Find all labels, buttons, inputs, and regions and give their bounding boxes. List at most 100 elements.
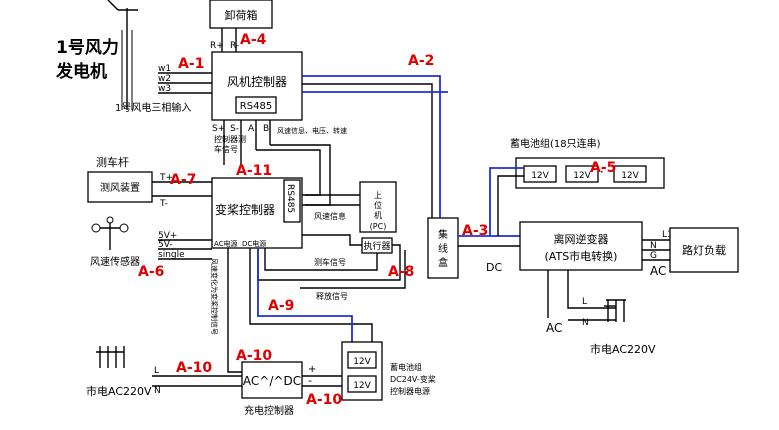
- code-a5: A-5: [590, 160, 616, 176]
- wind-input-label: 1号风电三相输入: [115, 101, 191, 114]
- code-a7: A-7: [170, 172, 196, 188]
- code-a6: A-6: [138, 264, 164, 280]
- grid2-label: 市电AC220V: [590, 342, 656, 356]
- wind-speed-signal-label: 风速信息、电压、转速: [277, 126, 347, 135]
- code-a4: A-4: [240, 32, 267, 48]
- pc-box: [359, 181, 397, 233]
- ctrl-signal-label-2: 车信号: [214, 144, 238, 154]
- r-minus-label: R-: [230, 41, 239, 51]
- actuator-label: 执行器: [363, 240, 390, 252]
- anemometer-pole-label: 测风装置: [100, 181, 140, 194]
- t-plus-label: T+: [159, 173, 173, 183]
- grid1-label: 市电AC220V: [86, 384, 152, 398]
- combiner-label-1: 集: [438, 228, 448, 241]
- battery-bottom-cell-1-label: 12V: [353, 357, 371, 367]
- code-a10-bottom: A-10: [306, 392, 342, 408]
- l1-label: L1: [662, 230, 673, 240]
- pc-label-3: 机: [374, 210, 382, 220]
- ac1-label: AC: [650, 264, 666, 278]
- grid-inverter-box: [519, 221, 643, 271]
- a-label: A: [248, 124, 255, 134]
- code-a8: A-8: [388, 264, 414, 280]
- grid-plug-icon-right: [604, 299, 626, 322]
- wind-measure-label: 测车杆: [96, 155, 129, 169]
- battery-group-top-label: 蓄电池组(18只连串): [510, 137, 601, 150]
- g-label: G: [650, 251, 657, 261]
- ac-power-label: AC电源: [214, 239, 238, 248]
- title-line-2: 发电机: [55, 61, 107, 82]
- w3-label: w3: [158, 84, 171, 94]
- s-minus-label: S-: [230, 124, 239, 134]
- dc-power-label: DC电源: [242, 239, 266, 248]
- w2-label: w2: [158, 74, 171, 84]
- code-a1: A-1: [178, 56, 204, 72]
- acdc-label: AC^/^DC: [243, 374, 301, 388]
- pitch-signal-label: 测车信号: [314, 257, 346, 267]
- n1-label: N: [650, 241, 657, 251]
- wind-info-label: 风速信息: [314, 211, 346, 221]
- rs485-b-label: RS485: [285, 184, 295, 213]
- vertical-note-label: 风速变化为变桨控制信号: [210, 258, 219, 335]
- dump-load-label: 卸荷箱: [225, 8, 258, 22]
- combiner-box: [427, 217, 459, 279]
- code-a2: A-2: [408, 53, 434, 69]
- street-light-load-box: [669, 227, 739, 273]
- combiner-label-2: 线: [438, 242, 448, 255]
- s-plus-label: S+: [212, 124, 225, 134]
- b-label: B: [263, 124, 269, 134]
- battery-desc-1: 蓄电池组: [390, 362, 422, 372]
- v5p-label: 5V+: [158, 231, 177, 241]
- battery-desc-2: DC24V-变桨: [390, 374, 436, 384]
- wind-sensor-label: 风速传感器: [90, 255, 140, 268]
- grid-inverter-label-2: (ATS市电转换): [545, 249, 618, 263]
- inverter-controller-label: 变桨控制器: [215, 202, 275, 217]
- plus-label: +: [308, 364, 316, 375]
- code-a3: A-3: [462, 223, 488, 239]
- battery-bottom-cell-2-label: 12V: [353, 381, 371, 391]
- battery-cells: [523, 165, 647, 183]
- battery-bottom-cell-1: [347, 351, 377, 369]
- title-line-1: 1号风力: [56, 37, 119, 58]
- dump-load-box: [209, 0, 273, 29]
- rs485-a-label: RS485: [240, 101, 272, 112]
- rs485-b-box: [283, 179, 301, 223]
- pc-label-4: (PC): [370, 222, 387, 231]
- l3-label: L: [154, 366, 159, 376]
- n3-label: N: [154, 386, 161, 396]
- acdc-box: [241, 361, 303, 399]
- code-a10-top: A-10: [236, 348, 272, 364]
- battery-desc-3: 控制器电源: [390, 386, 430, 396]
- street-light-load-label: 路灯负载: [682, 243, 726, 257]
- n2-label: N: [582, 318, 589, 328]
- dc-label: DC: [486, 261, 502, 274]
- code-a11: A-11: [236, 163, 272, 179]
- battery-cell-3-label: 12V: [621, 171, 639, 181]
- minus-label: -: [308, 374, 312, 387]
- wind-sensor-icon: [91, 216, 129, 250]
- w1-label: w1: [158, 64, 171, 74]
- anemometer-pole-box: [87, 171, 153, 203]
- grid-inverter-label-1: 离网逆变器: [554, 232, 609, 246]
- ac2-label: AC: [546, 321, 562, 335]
- t-minus-label: T-: [159, 199, 168, 209]
- pc-label-2: 位: [374, 200, 382, 210]
- rs485-a-box: [235, 96, 277, 114]
- pc-label-1: 上: [374, 191, 382, 200]
- release-signal-label: 释放信号: [316, 291, 348, 301]
- single-label: single: [158, 250, 185, 260]
- v5m-label: 5V-: [158, 240, 173, 250]
- battery-ellipsis: ·: [600, 165, 604, 179]
- l2-label: L: [582, 297, 587, 307]
- wind-controller-label: 风机控制器: [227, 75, 287, 89]
- charger-label: 充电控制器: [244, 404, 294, 417]
- ctrl-signal-label-1: 控制器测: [214, 134, 246, 144]
- battery-cell-1-label: 12V: [531, 171, 549, 181]
- battery-bottom-cell-2: [347, 375, 377, 393]
- code-a9: A-9: [268, 298, 294, 314]
- wind-turbine-icon: [107, 0, 138, 110]
- grid-plug-icon-left: [96, 346, 125, 368]
- r-plus-label: R+: [210, 41, 224, 51]
- battery-cell-2-label: 12V: [573, 171, 591, 181]
- code-a10-left: A-10: [176, 360, 212, 376]
